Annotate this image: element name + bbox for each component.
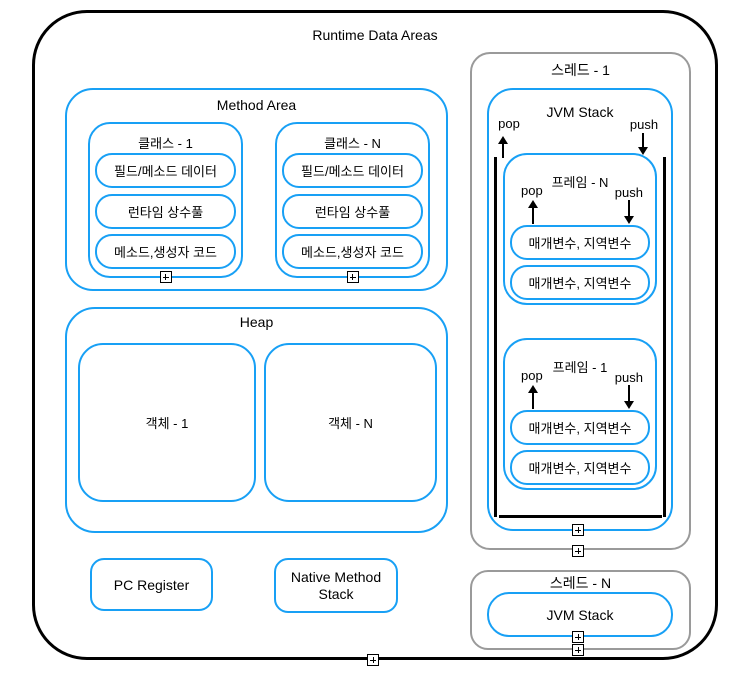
heap-title: Heap [239, 314, 274, 330]
class-1-runtime-constant-pool: 런타임 상수풀 [95, 194, 236, 229]
frame-n-variables-slot: 매개변수, 지역변수 [510, 265, 650, 300]
frame-n-pop-label: pop [521, 183, 543, 198]
jvm-stack-push-label: push [629, 117, 659, 132]
collapse-plus-icon[interactable] [367, 654, 379, 666]
pop-arrow-icon [527, 200, 539, 224]
collapse-plus-icon[interactable] [572, 524, 584, 536]
stack-right-wall [663, 157, 666, 517]
jvm-stack-1-title: JVM Stack [546, 104, 614, 120]
class-n-runtime-constant-pool: 런타임 상수풀 [282, 194, 423, 229]
frame-n-push-label: push [614, 185, 643, 200]
frame-1-variables-slot: 매개변수, 지역변수 [510, 410, 650, 445]
method-area-title: Method Area [216, 97, 297, 113]
class-1-box: 클래스 - 1 필드/메소드 데이터 런타임 상수풀 메소드,생성자 코드 [88, 122, 243, 283]
frame-1-box: 프레임 - 1 pop push 매개변수, 지역변수 매개변수, 지역변수 [503, 338, 657, 490]
collapse-plus-icon[interactable] [572, 631, 584, 643]
class-n-box: 클래스 - N 필드/메소드 데이터 런타임 상수풀 메소드,생성자 코드 [275, 122, 430, 283]
native-method-stack-box: Native Method Stack [274, 558, 398, 613]
collapse-plus-icon[interactable] [572, 545, 584, 557]
pop-arrow-icon [497, 136, 509, 158]
class-n-field-method-data: 필드/메소드 데이터 [282, 153, 423, 188]
diagram-title: Runtime Data Areas [312, 27, 438, 43]
push-arrow-icon [623, 200, 635, 224]
thread-1-title: 스레드 - 1 [551, 62, 610, 78]
stack-bottom-line [499, 515, 662, 518]
pc-register-box: PC Register [90, 558, 213, 611]
frame-n-box: 프레임 - N pop push 매개변수, 지역변수 매개변수, 지역변수 [503, 153, 657, 305]
frame-1-pop-label: pop [521, 368, 543, 383]
class-n-method-constructor-code: 메소드,생성자 코드 [282, 234, 423, 269]
class-n-title: 클래스 - N [324, 136, 381, 151]
frame-n-title: 프레임 - N [551, 175, 609, 190]
class-1-field-method-data: 필드/메소드 데이터 [95, 153, 236, 188]
collapse-plus-icon[interactable] [572, 644, 584, 656]
push-arrow-icon [623, 385, 635, 409]
frame-1-push-label: push [614, 370, 643, 385]
collapse-plus-icon[interactable] [159, 271, 172, 283]
thread-n-title: 스레드 - N [549, 575, 612, 591]
pop-arrow-icon [527, 385, 539, 409]
class-1-title: 클래스 - 1 [138, 136, 193, 151]
frame-1-title: 프레임 - 1 [552, 360, 608, 375]
object-n-box: 객체 - N [264, 343, 437, 502]
collapse-plus-icon[interactable] [346, 271, 359, 283]
object-1-box: 객체 - 1 [78, 343, 256, 502]
frame-n-variables-slot: 매개변수, 지역변수 [510, 225, 650, 260]
stack-left-wall [494, 157, 497, 517]
frame-1-variables-slot: 매개변수, 지역변수 [510, 450, 650, 485]
class-1-method-constructor-code: 메소드,생성자 코드 [95, 234, 236, 269]
push-arrow-icon [637, 133, 649, 155]
jvm-stack-pop-label: pop [498, 116, 520, 131]
